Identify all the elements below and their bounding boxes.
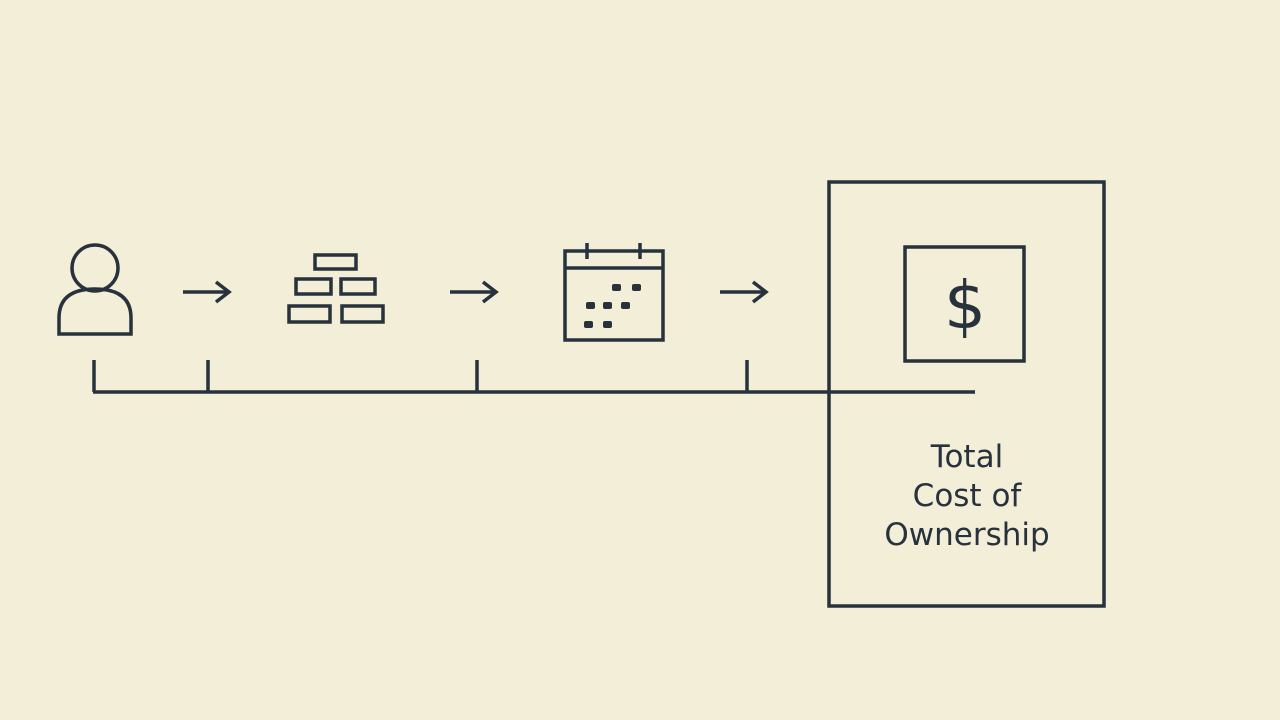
dollar-symbol: $ (944, 267, 986, 344)
label-line: Ownership (884, 517, 1050, 553)
bricks-icon (287, 253, 385, 324)
person-icon (57, 243, 133, 336)
timeline (92, 360, 975, 394)
arrow-icon (183, 280, 232, 304)
dollar-icon (903, 245, 1026, 363)
total-cost-label: Total Cost of Ownership (830, 438, 1104, 555)
arrow-icon (720, 280, 769, 304)
calendar-icon (563, 243, 665, 342)
label-line: Cost of (912, 478, 1022, 514)
label-line: Total (930, 439, 1004, 475)
total-cost-box (827, 180, 1106, 608)
arrow-icon (450, 280, 499, 304)
